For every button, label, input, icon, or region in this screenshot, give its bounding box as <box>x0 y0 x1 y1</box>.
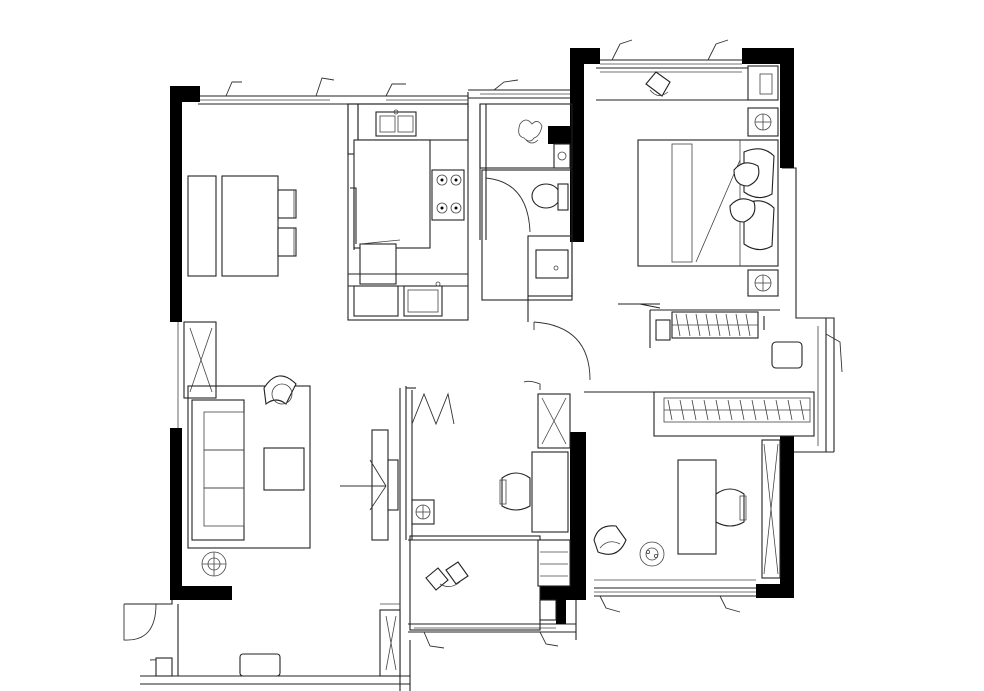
entry <box>123 603 401 677</box>
sideboard <box>187 175 217 277</box>
plant-icon <box>518 119 543 144</box>
walls <box>170 48 794 624</box>
study <box>340 380 571 631</box>
desk <box>677 459 717 555</box>
rug <box>187 385 311 549</box>
kitchen <box>347 103 469 321</box>
chair-icon <box>425 561 469 591</box>
wardrobe-icon <box>761 439 781 579</box>
plant-icon <box>639 541 665 567</box>
window-icon <box>600 39 742 73</box>
bathroom <box>479 103 591 381</box>
closet <box>584 309 815 437</box>
window-icon <box>817 326 843 446</box>
chair-icon <box>715 488 747 527</box>
wardrobe-icon <box>537 539 571 587</box>
plant-icon <box>747 107 779 137</box>
plant-icon <box>411 499 435 525</box>
tv-cabinet <box>177 321 217 428</box>
wardrobe-icon <box>653 391 815 437</box>
window-icon <box>480 79 570 95</box>
plant-icon <box>201 551 227 577</box>
living-dining <box>177 175 311 577</box>
wardrobe-icon <box>671 311 759 339</box>
chair-icon <box>645 71 671 97</box>
plant-icon <box>747 269 779 297</box>
window-icon <box>414 627 559 649</box>
toilet-icon <box>531 183 569 211</box>
windows <box>200 39 843 649</box>
dining-table <box>221 175 279 277</box>
coffee-table <box>263 447 305 491</box>
window-icon <box>385 83 468 101</box>
window-icon <box>200 77 335 101</box>
chair-icon <box>263 375 297 406</box>
window-icon <box>594 579 756 613</box>
second-bedroom <box>593 439 781 579</box>
door-swing-icon <box>123 603 157 641</box>
sofa-icon <box>191 399 245 541</box>
chair-icon <box>499 472 531 511</box>
bed-icon <box>637 139 779 267</box>
chair-icon <box>593 525 627 555</box>
desk <box>531 451 569 533</box>
sink-icon <box>375 109 417 137</box>
master-bedroom <box>618 65 779 309</box>
stove-icon <box>431 169 465 221</box>
chair-icon <box>277 189 297 257</box>
